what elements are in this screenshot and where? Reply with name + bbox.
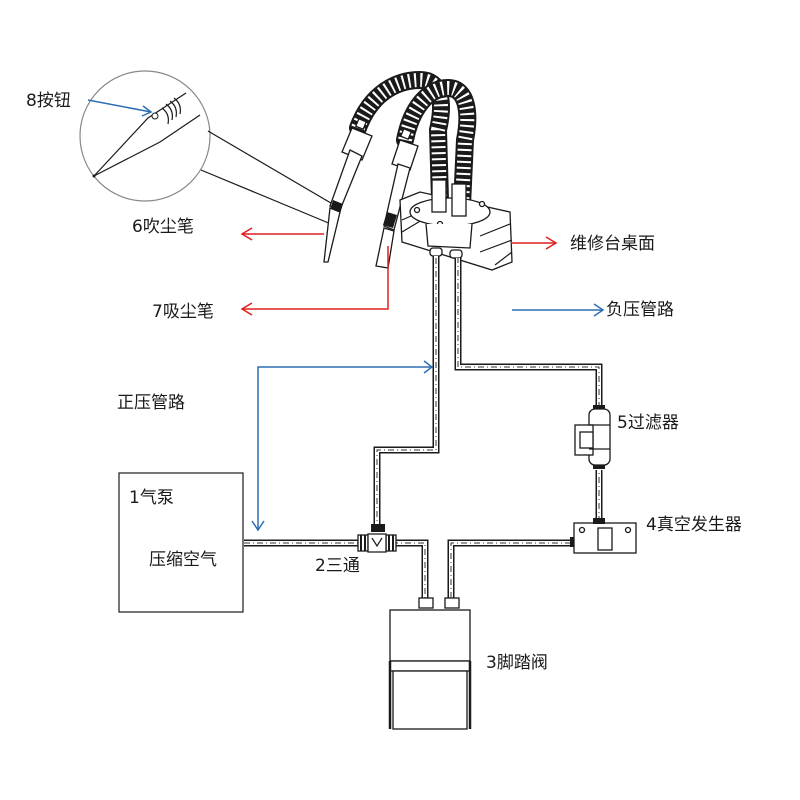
blue-pointers xyxy=(251,303,605,532)
label-tee: 2三通 xyxy=(315,556,360,576)
label-negative-pressure: 负压管路 xyxy=(606,300,674,320)
suction-pen-pointer xyxy=(242,246,389,310)
pipes xyxy=(244,256,603,598)
button-dot xyxy=(151,112,159,120)
label-button: 8按钮 xyxy=(26,91,71,111)
magnifier-circle xyxy=(79,70,211,202)
label-foot-valve: 3脚踏阀 xyxy=(486,653,548,673)
pen-tip-zoom xyxy=(92,92,201,178)
label-suction-pen: 7吸尘笔 xyxy=(152,302,214,322)
magnifier-detail xyxy=(79,70,337,225)
label-compressed-air: 压缩空气 xyxy=(149,550,217,570)
tee-to-valve-pipe xyxy=(392,542,426,598)
red-pointers xyxy=(240,227,558,316)
label-vacuum-generator: 4真空发生器 xyxy=(646,515,742,535)
label-positive-pressure: 正压管路 xyxy=(117,393,185,413)
magnifier-leader-bottom xyxy=(200,169,332,225)
positive-pressure-arrow xyxy=(257,366,432,530)
button-pointer-arrow xyxy=(87,99,152,113)
label-bench-top: 维修台桌面 xyxy=(570,234,655,254)
foot-valve-pedal xyxy=(392,670,468,730)
filter xyxy=(574,405,611,469)
air-pump-box xyxy=(118,472,244,613)
mount-flange xyxy=(409,197,491,227)
tee-fitting xyxy=(357,524,397,553)
pen-hoses xyxy=(349,70,477,214)
label-pump: 1气泵 xyxy=(129,488,174,508)
filter-to-suction-pipe xyxy=(457,258,600,408)
foot-valve-top xyxy=(389,609,471,662)
label-filter: 5过滤器 xyxy=(617,413,679,433)
valve-to-vacuum-pipe xyxy=(450,542,575,598)
label-blow-pen: 6吹尘笔 xyxy=(132,217,194,237)
suction-pen xyxy=(375,127,419,269)
vacuum-generator xyxy=(570,518,637,554)
foot-valve xyxy=(388,597,472,730)
magnifier-leader-top xyxy=(207,130,337,207)
blow-pen xyxy=(323,117,373,263)
tee-to-blow-pen-pipe xyxy=(376,256,437,530)
bench-mount xyxy=(399,179,513,271)
pen-grip-rings xyxy=(161,97,181,125)
